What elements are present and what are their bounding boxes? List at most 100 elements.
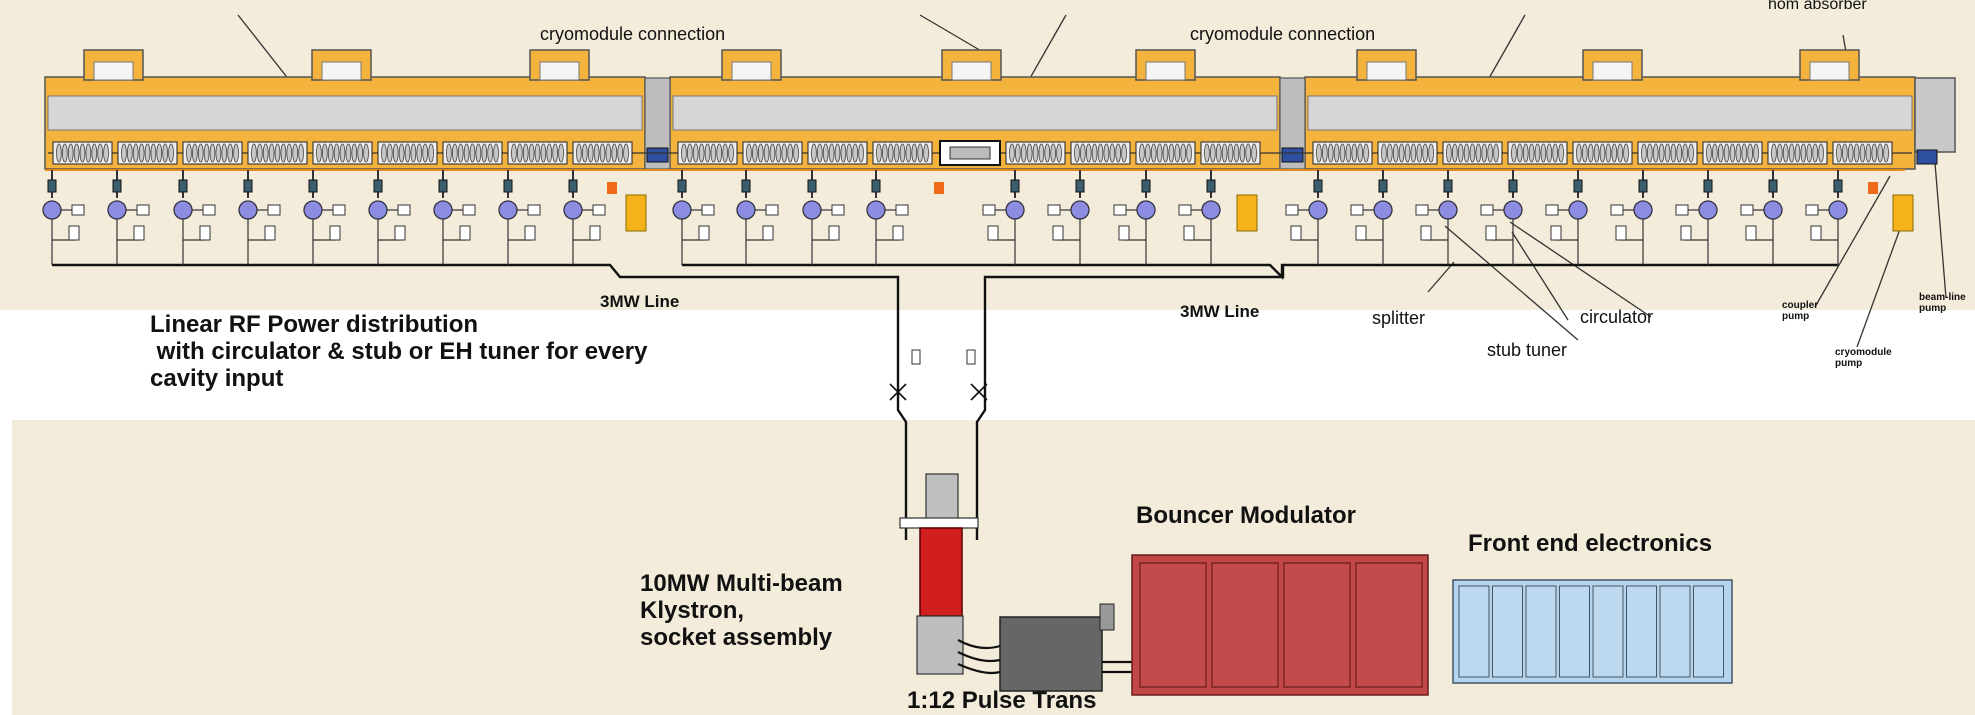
cavity-cell [911, 143, 918, 163]
cavity-cell [1109, 143, 1116, 163]
cryomodule-pump [1236, 194, 1258, 232]
cavity-cell [1386, 143, 1393, 163]
cavity-cell [1806, 143, 1813, 163]
cavity-cell [351, 143, 358, 163]
isolator-cross [889, 383, 907, 401]
stub-tuner [1680, 225, 1692, 241]
circulator [1373, 200, 1393, 220]
stub-tuner [199, 225, 211, 241]
coupler-window [677, 179, 687, 193]
cavity-cell [1771, 143, 1777, 163]
stub-tuner [589, 225, 601, 241]
cavity-cell [522, 143, 529, 163]
cavity-cell [746, 143, 752, 163]
cavity-cell [1576, 143, 1582, 163]
cavity-cell [150, 143, 157, 163]
coupler-window [1378, 179, 1388, 193]
cavity-cell [1877, 143, 1884, 163]
rf-load [1350, 204, 1364, 216]
cavity-cell [1788, 143, 1795, 163]
cavity-cell [1103, 143, 1110, 163]
cavity-cell [710, 143, 717, 163]
modulator-cables [1102, 660, 1134, 674]
cavity-cell [1617, 143, 1624, 163]
stub-tuner [1420, 225, 1432, 241]
cavity-cell [1227, 143, 1234, 163]
cavity-cell [481, 143, 488, 163]
rf-load [1047, 204, 1061, 216]
cavity-cell [256, 143, 263, 163]
cavity-cell [1186, 143, 1192, 163]
cavity-cell [1676, 143, 1683, 163]
circulator [1070, 200, 1090, 220]
cavity-cell [97, 143, 104, 163]
cavity-cell [822, 143, 829, 163]
end-cap [1914, 77, 1956, 153]
cavity-cell [274, 143, 281, 163]
rf-load [527, 204, 541, 216]
cavity-string [48, 140, 1912, 166]
cavity-cell [493, 143, 499, 163]
cavity-cell [286, 143, 293, 163]
klystron-label: 10MW Multi-beam Klystron, socket assembl… [640, 570, 843, 651]
cavity-cell [887, 143, 894, 163]
cavity-cell [292, 143, 299, 163]
cavity-cell [209, 143, 216, 163]
cavity-cell [1463, 143, 1470, 163]
circulator [1633, 200, 1653, 220]
cavity-cell [698, 143, 705, 163]
cavity-cell [404, 143, 411, 163]
cavity-cell [67, 143, 74, 163]
cavity-cell [386, 143, 393, 163]
cavity-cell [763, 143, 770, 163]
cavity-cell [1522, 143, 1529, 163]
cavity-cell [552, 143, 559, 163]
cavity-cell [1233, 143, 1240, 163]
stub-tuner [264, 225, 276, 241]
cavity-cell [1871, 143, 1878, 163]
cavity-cell [858, 143, 864, 163]
cavity-cell [197, 143, 204, 163]
cavity-cell [1410, 143, 1417, 163]
rf-load [592, 204, 606, 216]
rf-load [267, 204, 281, 216]
cryomodule-connection-label-left: cryomodule connection [540, 24, 726, 44]
splitter-label: splitter [1372, 308, 1426, 328]
cavity-cell [1664, 143, 1671, 163]
coupler-window [1703, 179, 1713, 193]
coupler-window [47, 179, 57, 193]
hom-absorber [607, 182, 617, 194]
cavity-cell [611, 143, 618, 163]
circulator [1438, 200, 1458, 220]
rf-load [1545, 204, 1559, 216]
cavity-cell [233, 143, 239, 163]
cavity-cell [1091, 143, 1098, 163]
coupler-window [308, 179, 318, 193]
modulator-panel [1211, 562, 1279, 688]
cavity-cell [327, 143, 334, 163]
rf-load [1805, 204, 1819, 216]
klystron-output-flange [899, 517, 979, 529]
klystron-body [919, 527, 963, 617]
turret-port [731, 61, 772, 81]
circulator [433, 200, 453, 220]
cavity-cell [1623, 143, 1629, 163]
cavity-cell [475, 143, 482, 163]
cavity-cell [132, 143, 139, 163]
cavity-cell [1794, 143, 1801, 163]
cavity-cell [1209, 143, 1216, 163]
cavity-cell [268, 143, 275, 163]
cavity-cell [1652, 143, 1659, 163]
isolator-cross [970, 383, 988, 401]
stub-tuner [1290, 225, 1302, 241]
turret-port [321, 61, 362, 81]
circulator [1763, 200, 1783, 220]
cavity-cell [1836, 143, 1842, 163]
turret-port [1366, 61, 1407, 81]
cryomodule-gas-return-pipe [47, 95, 643, 131]
cavity-cell [923, 143, 929, 163]
cavity-cell [534, 143, 541, 163]
quadrupole-core [949, 146, 991, 160]
cavity-cell [599, 143, 606, 163]
coupler-window [112, 179, 122, 193]
